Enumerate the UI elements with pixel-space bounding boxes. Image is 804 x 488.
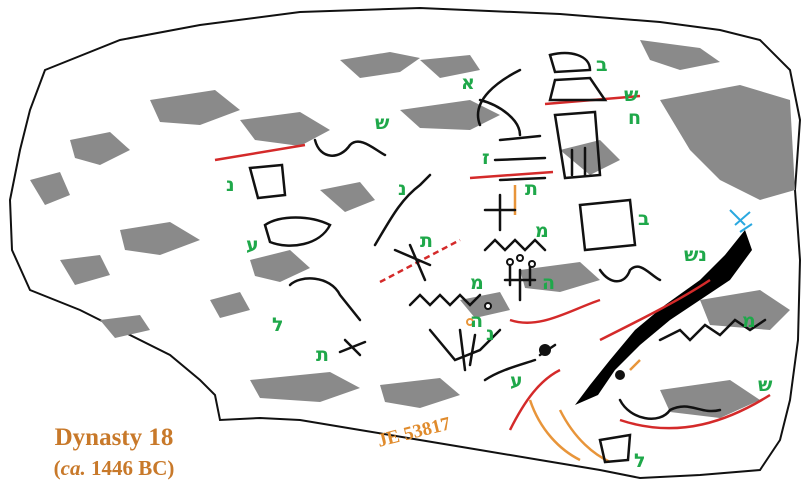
date-circa: ca.: [61, 456, 86, 480]
hebrew-label: נש: [684, 246, 707, 265]
hebrew-label: ה: [542, 274, 555, 293]
hebrew-label: ע: [246, 236, 259, 255]
hebrew-label: ה: [470, 312, 483, 331]
hebrew-label: ש: [624, 86, 638, 105]
hebrew-label: ל: [634, 452, 646, 471]
hebrew-label: ב: [596, 56, 608, 75]
hebrew-label: ב: [638, 210, 650, 229]
hebrew-label: ח: [628, 109, 641, 128]
date-line: (ca. 1446 BC): [14, 456, 214, 481]
hebrew-label: ז: [482, 149, 490, 168]
hebrew-label: ת: [525, 180, 538, 199]
hebrew-label: מ: [535, 222, 549, 241]
hebrew-label: נ: [486, 325, 495, 344]
hebrew-label: מ: [742, 312, 756, 331]
hebrew-label: ת: [420, 232, 433, 251]
hebrew-label: ת: [316, 346, 329, 365]
hebrew-label: ע: [510, 372, 523, 391]
hebrew-label: מ: [470, 274, 484, 293]
date-paren: (: [54, 456, 61, 480]
date-year: 1446 BC): [86, 456, 175, 480]
hebrew-label: ל: [272, 316, 284, 335]
dynasty-title: Dynasty 18: [14, 424, 214, 452]
hebrew-label: א: [461, 74, 475, 93]
hebrew-label: נ: [226, 176, 235, 195]
dynasty-caption: Dynasty 18 (ca. 1446 BC): [14, 424, 214, 481]
hebrew-label: נ: [398, 180, 407, 199]
hebrew-label: ש: [375, 114, 389, 133]
hebrew-label: ש: [758, 376, 772, 395]
